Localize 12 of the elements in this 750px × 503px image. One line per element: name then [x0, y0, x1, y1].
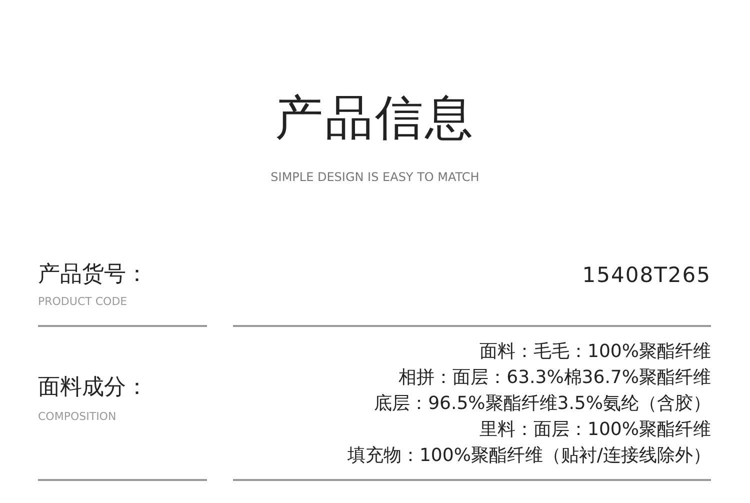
composition-line: 相拼：面层：63.3%棉36.7%聚酯纤维 [398, 369, 711, 387]
field-sublabel: PRODUCT CODE [38, 296, 128, 307]
subtitle: SIMPLE DESIGN IS EASY TO MATCH [270, 171, 480, 183]
composition-line: 填充物：100%聚酯纤维（贴衬/连接线除外） [347, 447, 711, 465]
composition-line: 底层：96.5%聚酯纤维3.5%氨纶（含胶） [374, 395, 711, 413]
field-label: 面料成分： [38, 377, 148, 399]
field-sublabel: COMPOSITION [38, 411, 116, 422]
field-label: 产品货号： [38, 264, 148, 286]
field-value: 15408T265 [582, 265, 711, 286]
composition-line: 面料：毛毛：100%聚酯纤维 [480, 343, 711, 361]
composition-line: 里料：面层：100%聚酯纤维 [480, 421, 711, 439]
page-title: 产品信息 [274, 94, 476, 142]
